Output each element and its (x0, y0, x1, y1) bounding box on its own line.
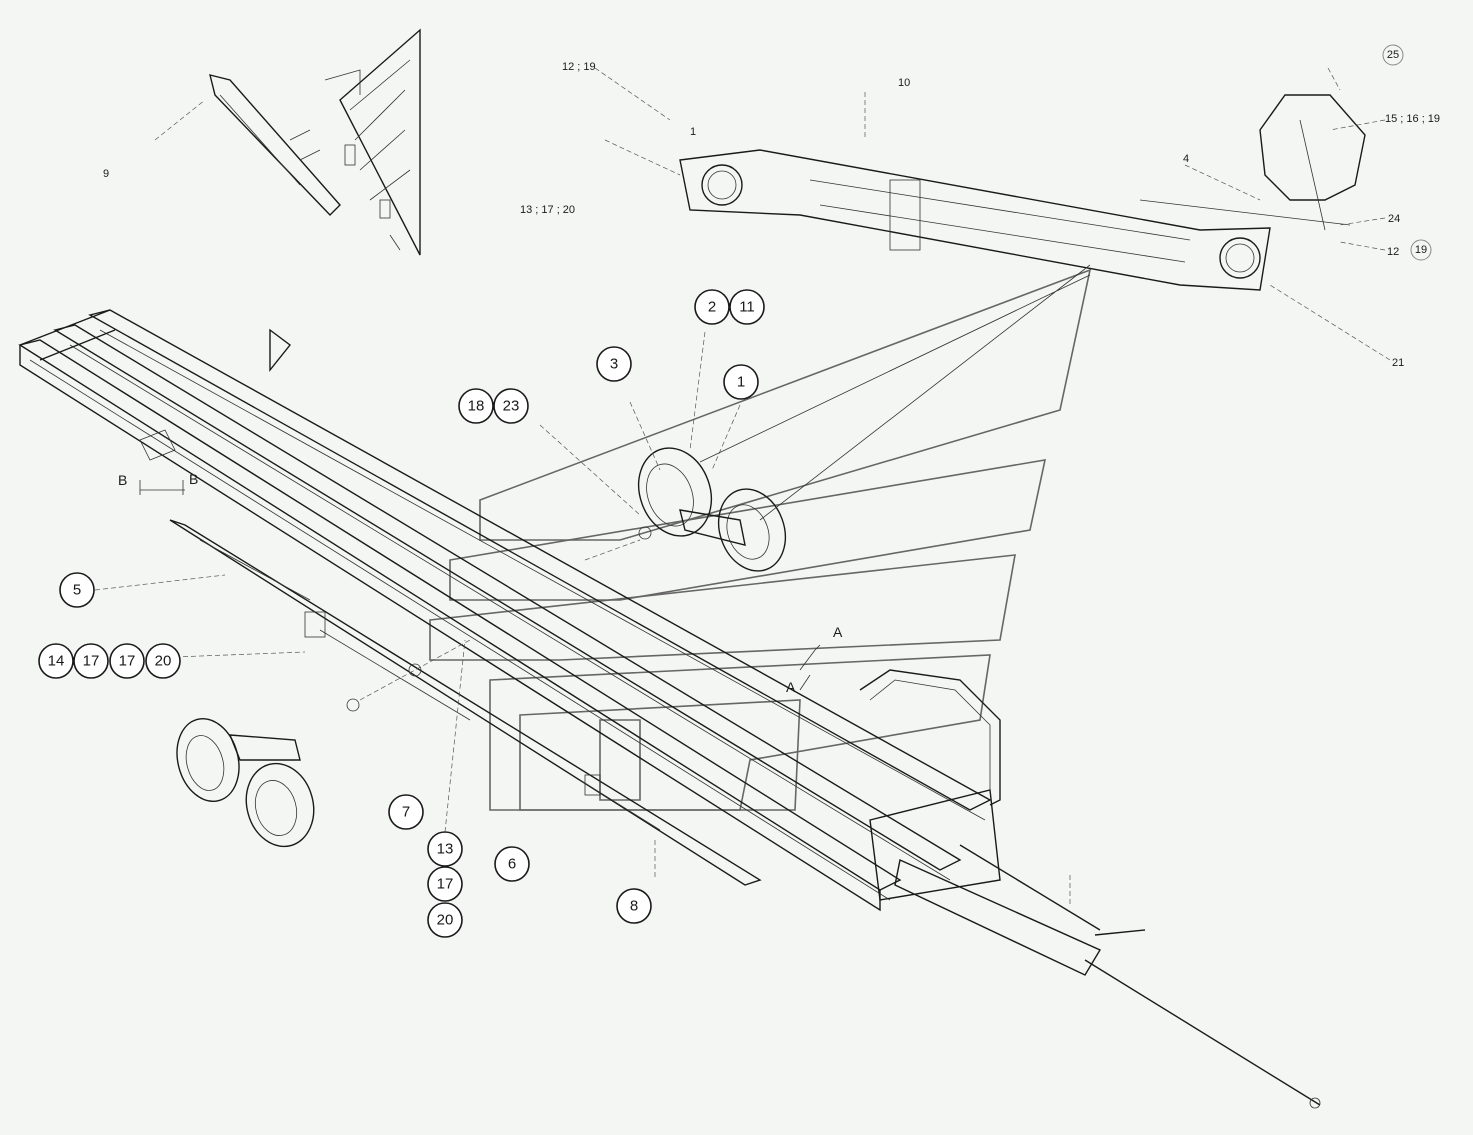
callout-5: 5 (59, 572, 95, 608)
label-25: 25 (1387, 49, 1399, 61)
callout-3: 3 (596, 346, 632, 382)
svg-text:14: 14 (48, 653, 65, 670)
label-10: 10 (898, 77, 910, 89)
svg-text:6: 6 (508, 856, 516, 873)
callout-17-second: 17 (109, 643, 145, 679)
light-bar-detail (594, 67, 1391, 361)
section-mark-b-left: B (118, 472, 127, 488)
label-24: 24 (1388, 213, 1400, 225)
callout-bubbles: 2 11 3 1 18 23 5 14 (38, 289, 765, 938)
label-13-17-20: 13 ; 17 ; 20 (520, 204, 575, 216)
callout-1: 1 (723, 364, 759, 400)
svg-text:11: 11 (739, 299, 755, 316)
svg-text:17: 17 (83, 653, 100, 670)
label-12: 12 (1387, 246, 1399, 258)
label-9: 9 (103, 168, 109, 180)
watermark-logo (429, 268, 1092, 811)
label-1-small: 1 (690, 126, 696, 138)
callout-13: 13 (427, 831, 463, 867)
label-15-16-19: 15 ; 16 ; 19 (1385, 113, 1440, 125)
side-rail (94, 519, 762, 886)
plain-labels: 9 13 ; 17 ; 20 12 ; 19 1 10 15 ; 16 ; 19… (103, 61, 1440, 369)
svg-text:20: 20 (437, 912, 454, 929)
trailer-frame (18, 309, 1321, 1109)
svg-text:3: 3 (610, 356, 618, 373)
callout-7: 7 (388, 794, 424, 830)
svg-text:2: 2 (708, 299, 716, 316)
section-mark-a-top: A (833, 624, 843, 640)
wheel-assembly-upper (539, 264, 1091, 572)
svg-text:8: 8 (630, 898, 638, 915)
inset-circled-labels: 25 19 (1382, 44, 1432, 261)
callout-8: 8 (616, 888, 652, 924)
callout-20-second: 20 (427, 902, 463, 938)
callout-17-third: 17 (427, 866, 463, 902)
svg-text:13: 13 (437, 841, 454, 858)
callout-17-first: 17 (73, 643, 109, 679)
label-19: 19 (1415, 244, 1427, 256)
label-21: 21 (1392, 357, 1404, 369)
svg-text:5: 5 (73, 582, 81, 599)
label-12-19-top: 12 ; 19 (562, 61, 596, 73)
svg-text:20: 20 (155, 653, 172, 670)
callout-18: 18 (458, 388, 494, 424)
svg-text:7: 7 (402, 804, 410, 821)
svg-text:23: 23 (503, 398, 520, 415)
callout-2: 2 (694, 289, 730, 325)
wheel-assembly-lower (176, 717, 315, 848)
callout-14: 14 (38, 643, 74, 679)
inset-bracket-detail (154, 28, 421, 256)
callout-20-first: 20 (145, 643, 181, 679)
svg-text:17: 17 (437, 876, 454, 893)
callout-11: 11 (729, 289, 765, 325)
svg-text:17: 17 (119, 653, 136, 670)
section-mark-a-bottom: A (786, 679, 796, 695)
callout-23: 23 (493, 388, 529, 424)
label-4: 4 (1183, 153, 1189, 165)
section-marks: B B A A (118, 471, 843, 695)
svg-text:18: 18 (468, 398, 485, 415)
callout-6: 6 (494, 846, 530, 882)
section-mark-b-right: B (189, 471, 198, 487)
svg-text:1: 1 (737, 374, 745, 391)
